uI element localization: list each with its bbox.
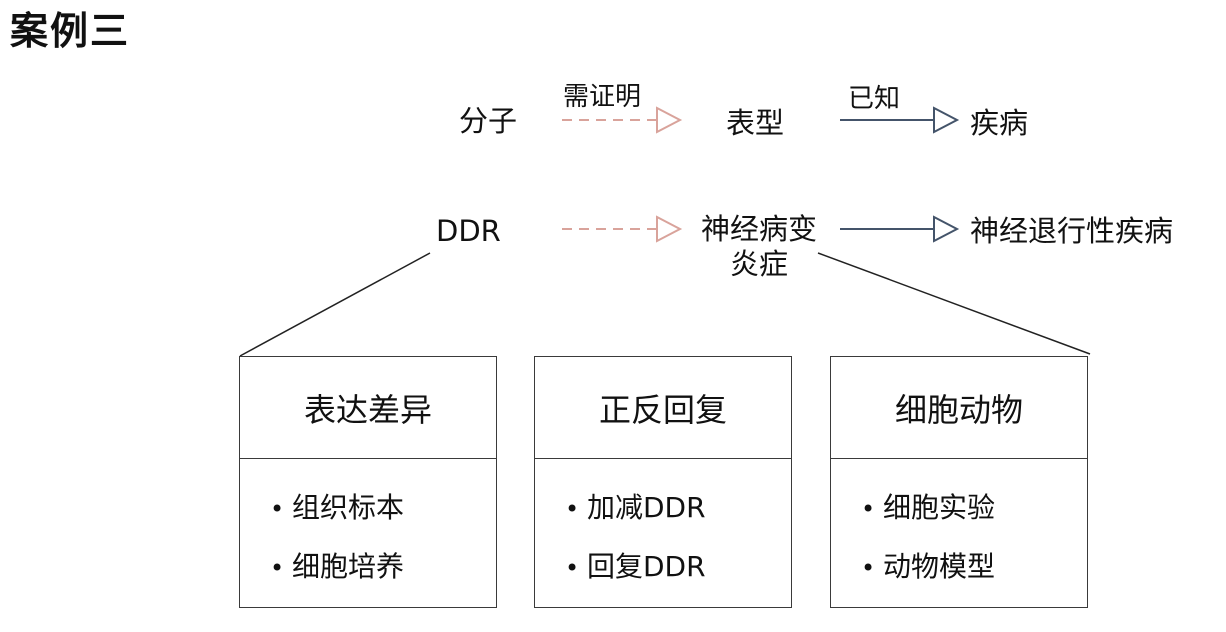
node-neuropathy-line2: 炎症 — [730, 246, 789, 281]
zoom-line-left — [239, 252, 431, 357]
list-item: 细胞培养 — [270, 538, 496, 597]
solid-arrow-row1 — [840, 106, 960, 134]
list-item: 组织标本 — [270, 479, 496, 538]
box-item-list: 加减DDR 回复DDR — [535, 459, 791, 597]
dashed-edge-label-row1: 需证明 — [563, 82, 642, 112]
list-item: 细胞实验 — [861, 479, 1087, 538]
list-item: 加减DDR — [565, 479, 791, 538]
node-molecule: 分子 — [459, 104, 518, 138]
box-header: 表达差异 — [240, 357, 496, 459]
box-header: 细胞动物 — [831, 357, 1087, 459]
node-neurodegenerative-disease: 神经退行性疾病 — [970, 214, 1174, 248]
node-phenotype: 表型 — [726, 106, 785, 140]
box-expression-difference: 表达差异 组织标本 细胞培养 — [239, 356, 497, 608]
node-ddr: DDR — [436, 214, 501, 248]
list-item: 动物模型 — [861, 538, 1087, 597]
box-item-list: 组织标本 细胞培养 — [240, 459, 496, 597]
dashed-arrow-row2 — [562, 215, 683, 243]
solid-edge-label-row1: 已知 — [848, 84, 901, 114]
node-neuropathy-inflammation: 神经病变 炎症 — [701, 212, 817, 282]
list-item: 回复DDR — [565, 538, 791, 597]
box-item-list: 细胞实验 动物模型 — [831, 459, 1087, 597]
node-neuropathy-line1: 神经病变 — [701, 212, 818, 246]
box-forward-reverse-rescue: 正反回复 加减DDR 回复DDR — [534, 356, 792, 608]
box-cell-animal: 细胞动物 细胞实验 动物模型 — [830, 356, 1088, 608]
slide-title: 案例三 — [10, 8, 131, 53]
box-header: 正反回复 — [535, 357, 791, 459]
solid-arrow-row2 — [840, 215, 960, 243]
zoom-line-right — [817, 252, 1091, 355]
dashed-arrow-row1 — [562, 106, 683, 134]
node-disease: 疾病 — [970, 106, 1029, 140]
